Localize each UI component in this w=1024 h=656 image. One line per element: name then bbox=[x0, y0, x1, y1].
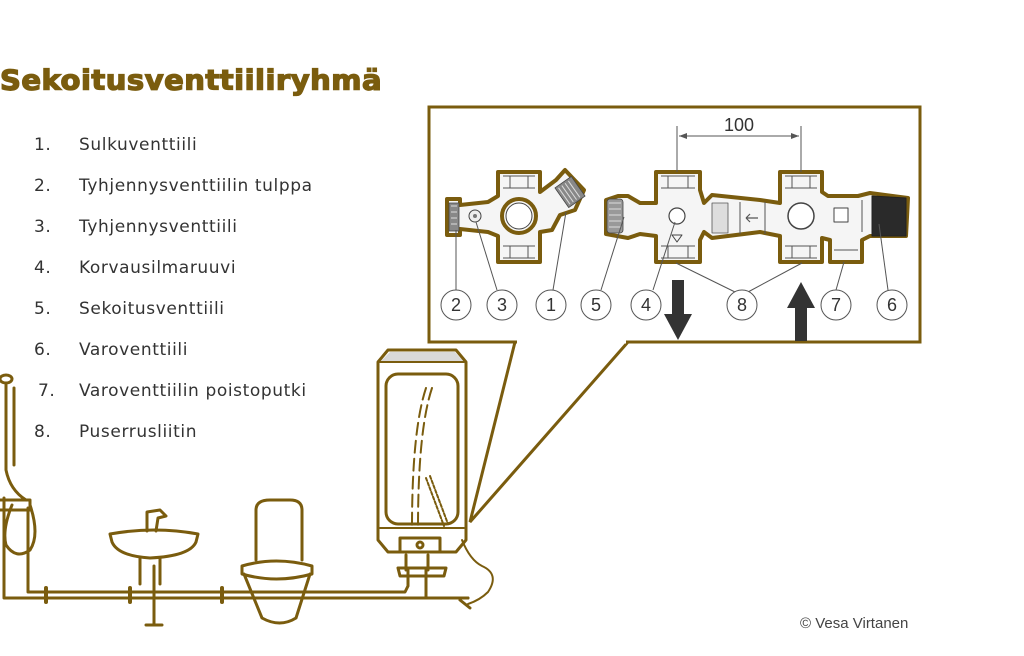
legend-label: Tyhjennysventtiilin tulppa bbox=[79, 176, 313, 196]
legend-number: 8. bbox=[34, 422, 52, 442]
callout-5: 5 bbox=[580, 289, 612, 321]
shower-fixture bbox=[0, 373, 37, 556]
mixing-valve-assembly bbox=[604, 170, 910, 264]
legend-label: Varoventtiilin poistoputki bbox=[79, 381, 307, 401]
legend-label: Puserrusliitin bbox=[79, 422, 198, 442]
callout-6: 6 bbox=[876, 289, 908, 321]
legend-label: Korvausilmaruuvi bbox=[79, 258, 237, 278]
legend-number: 4. bbox=[34, 258, 52, 278]
svg-text:1: 1 bbox=[546, 295, 556, 315]
callout-pointer bbox=[468, 341, 630, 523]
bathroom-illustration bbox=[0, 348, 494, 627]
legend-label: Varoventtiili bbox=[79, 340, 189, 360]
water-heater bbox=[376, 348, 494, 610]
slide-title: Sekoitusventtiiliryhmä bbox=[0, 63, 383, 97]
legend-number: 1. bbox=[34, 135, 52, 155]
callout-4: 4 bbox=[630, 289, 662, 321]
toilet-fixture bbox=[240, 498, 314, 625]
svg-text:3: 3 bbox=[497, 295, 507, 315]
legend-label: Sekoitusventtiili bbox=[79, 299, 225, 319]
svg-text:5: 5 bbox=[591, 295, 601, 315]
callout-1: 1 bbox=[535, 289, 567, 321]
svg-text:4: 4 bbox=[641, 295, 651, 315]
washbasin-fixture bbox=[108, 508, 200, 627]
callout-2: 2 bbox=[440, 289, 472, 321]
legend-label: Sulkuventtiili bbox=[79, 135, 198, 155]
flow-arrow-up bbox=[787, 282, 815, 341]
legend-number: 6. bbox=[34, 340, 52, 360]
copyright-notice: © Vesa Virtanen bbox=[800, 615, 909, 632]
legend-number: 3. bbox=[34, 217, 52, 237]
dimension-label: 100 bbox=[724, 115, 754, 135]
legend-number: 7. bbox=[38, 381, 56, 401]
leader-lines bbox=[455, 211, 889, 293]
flow-arrow-down bbox=[664, 280, 692, 340]
legend-number: 5. bbox=[34, 299, 52, 319]
dimension-marker: 100 bbox=[676, 115, 802, 172]
callout-3: 3 bbox=[486, 289, 518, 321]
callout-7: 7 bbox=[820, 289, 852, 321]
legend-number: 2. bbox=[34, 176, 52, 196]
svg-text:7: 7 bbox=[831, 295, 841, 315]
callout-8: 8 bbox=[726, 289, 758, 321]
svg-text:2: 2 bbox=[451, 295, 461, 315]
legend-label: Tyhjennysventtiili bbox=[79, 217, 238, 237]
svg-text:8: 8 bbox=[737, 295, 747, 315]
svg-text:6: 6 bbox=[887, 295, 897, 315]
